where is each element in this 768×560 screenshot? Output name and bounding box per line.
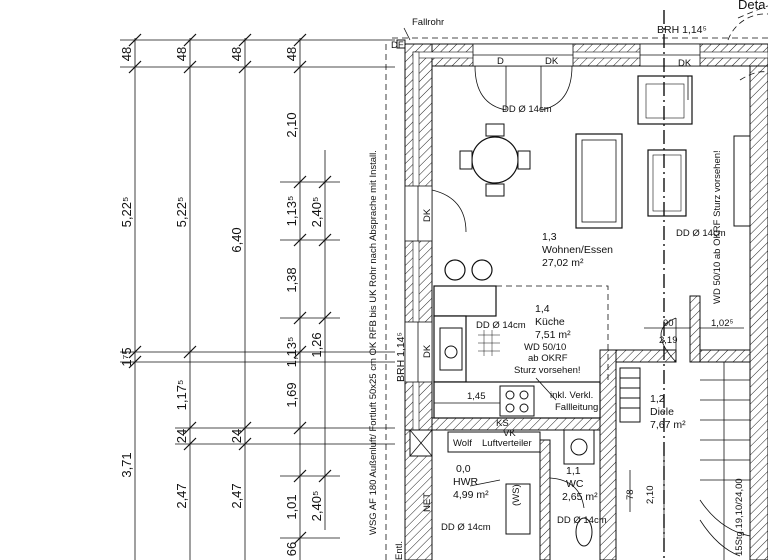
dim-col4-d: 1,38 [284,267,299,292]
room-wohnen-name: Wohnen/Essen [542,244,613,256]
dimension-chains: 48 5,22⁵ 1⁷5 3,71 48 5,22⁵ 1,17⁵ 24 2,47… [119,33,395,560]
dim-col4-c: 1,13⁵ [284,196,299,227]
dim-col4-e: 1,13⁵ [284,337,299,368]
label-fallrohr: Fallrohr [412,17,444,28]
dim-col2-e: 2,47 [174,483,189,508]
dim-col3-b: 6,40 [229,227,244,252]
label-door-dk-top: DK [545,56,559,67]
label-dd-right: DD Ø 14cm [676,228,726,239]
label-dim-78: 78 [625,489,636,500]
dim-col3-d: 2,47 [229,483,244,508]
room-hwr-name: HWR [453,476,478,488]
dim-col3-c: 24 [229,429,244,443]
dim-col1-d: 3,71 [119,452,134,477]
room-wohnen-area: 27,02 m² [542,257,584,269]
furniture [396,5,768,560]
label-ws: (WS) [511,484,522,506]
label-df: DF [391,40,404,51]
label-brh-top: BRH 1,14⁵ [657,24,707,36]
label-dim-102: 1,02⁵ [711,318,733,329]
label-wsg-note: WSG AF 180 Außenluft/ Fortluft 50x25 cm … [368,150,379,535]
label-vk: VK [503,428,516,439]
label-wd-kitchen-2: ab OKRF [528,353,568,364]
label-stair: 15Stg.19,10/24,00 [734,478,745,556]
label-door-d: D [497,56,504,67]
room-hwr-area: 4,99 m² [453,489,489,501]
room-diele-area: 7,67 m² [650,419,686,431]
dim-col1-b: 5,22⁵ [119,197,134,228]
dim-col1-c: 1⁷5 [119,347,134,366]
label-wd-kitchen-1: WD 50/10 [524,342,566,353]
label-entl: Entl. [394,541,405,560]
dim-col4-f: 1,69 [284,382,299,407]
plan-labels: Fallrohr DF D DK BRH 1,14⁵ Deta DK DD Ø … [368,0,766,560]
label-brh-left: BRH 1,14⁵ [395,332,407,382]
dim-col4-a: 48 [284,47,299,61]
label-dd-kitchen: DD Ø 14cm [476,320,526,331]
dim-col4-b: 2,10 [284,112,299,137]
label-inkl-1: inkl. Verkl. [550,390,593,401]
label-dd-wc: DD Ø 14cm [557,515,607,526]
label-net: NET [422,493,433,512]
room-hwr-number: 0,0 [456,463,471,475]
room-diele-number: 1,2 [650,393,665,405]
label-dk-left2: DK [422,344,433,358]
room-wohnen-number: 1,3 [542,231,557,243]
dim-col5-a: 2,40⁵ [309,197,324,228]
dim-col3-a: 48 [229,47,244,61]
label-wolf: Wolf [453,438,472,449]
label-ks: KS [496,418,509,429]
label-wd-right: WD 50/10 ab OKRF Sturz vorsehen! [712,150,723,304]
dim-col5-c: 2,40⁵ [309,491,324,522]
label-inkl-2: Fallleitung [555,402,598,413]
dim-col4-g: 1,01 [284,494,299,519]
dim-col2-b: 5,22⁵ [174,197,189,228]
label-dim-145: 1,45 [467,391,486,402]
label-dim-210: 2,10 [645,486,656,505]
label-dk-top-right: DK [678,58,692,69]
dim-col5-b: 1,26 [309,332,324,357]
dim-col2-c: 1,17⁵ [174,380,189,411]
room-diele-name: Diele [650,406,674,418]
label-dd-top: DD Ø 14cm [502,104,552,115]
room-kueche-area: 7,51 m² [535,329,571,341]
walls [385,37,768,560]
label-dk-left1: DK [422,208,433,222]
room-wc-name: WC [566,478,584,490]
label-luftverteiler: Luftverteiler [482,438,532,449]
room-kueche-number: 1,4 [535,303,550,315]
label-dd-hwr: DD Ø 14cm [441,522,491,533]
room-wc-number: 1,1 [566,465,581,477]
label-wd-kitchen-3: Sturz vorsehen! [514,365,581,376]
room-wc-area: 2,65 m² [562,491,598,503]
dim-col2-d: 24 [174,429,189,443]
room-labels: 1,3 Wohnen/Essen 27,02 m² 1,4 Küche 7,51… [453,231,686,503]
label-dim-219: 2,19 [659,335,678,346]
dim-col4-h: 66 [284,542,299,556]
dim-col1-a: 48 [119,47,134,61]
label-detail: Deta [738,0,766,12]
label-dim-90: 90 [663,318,674,329]
dim-col2-a: 48 [174,47,189,61]
room-kueche-name: Küche [535,316,565,328]
